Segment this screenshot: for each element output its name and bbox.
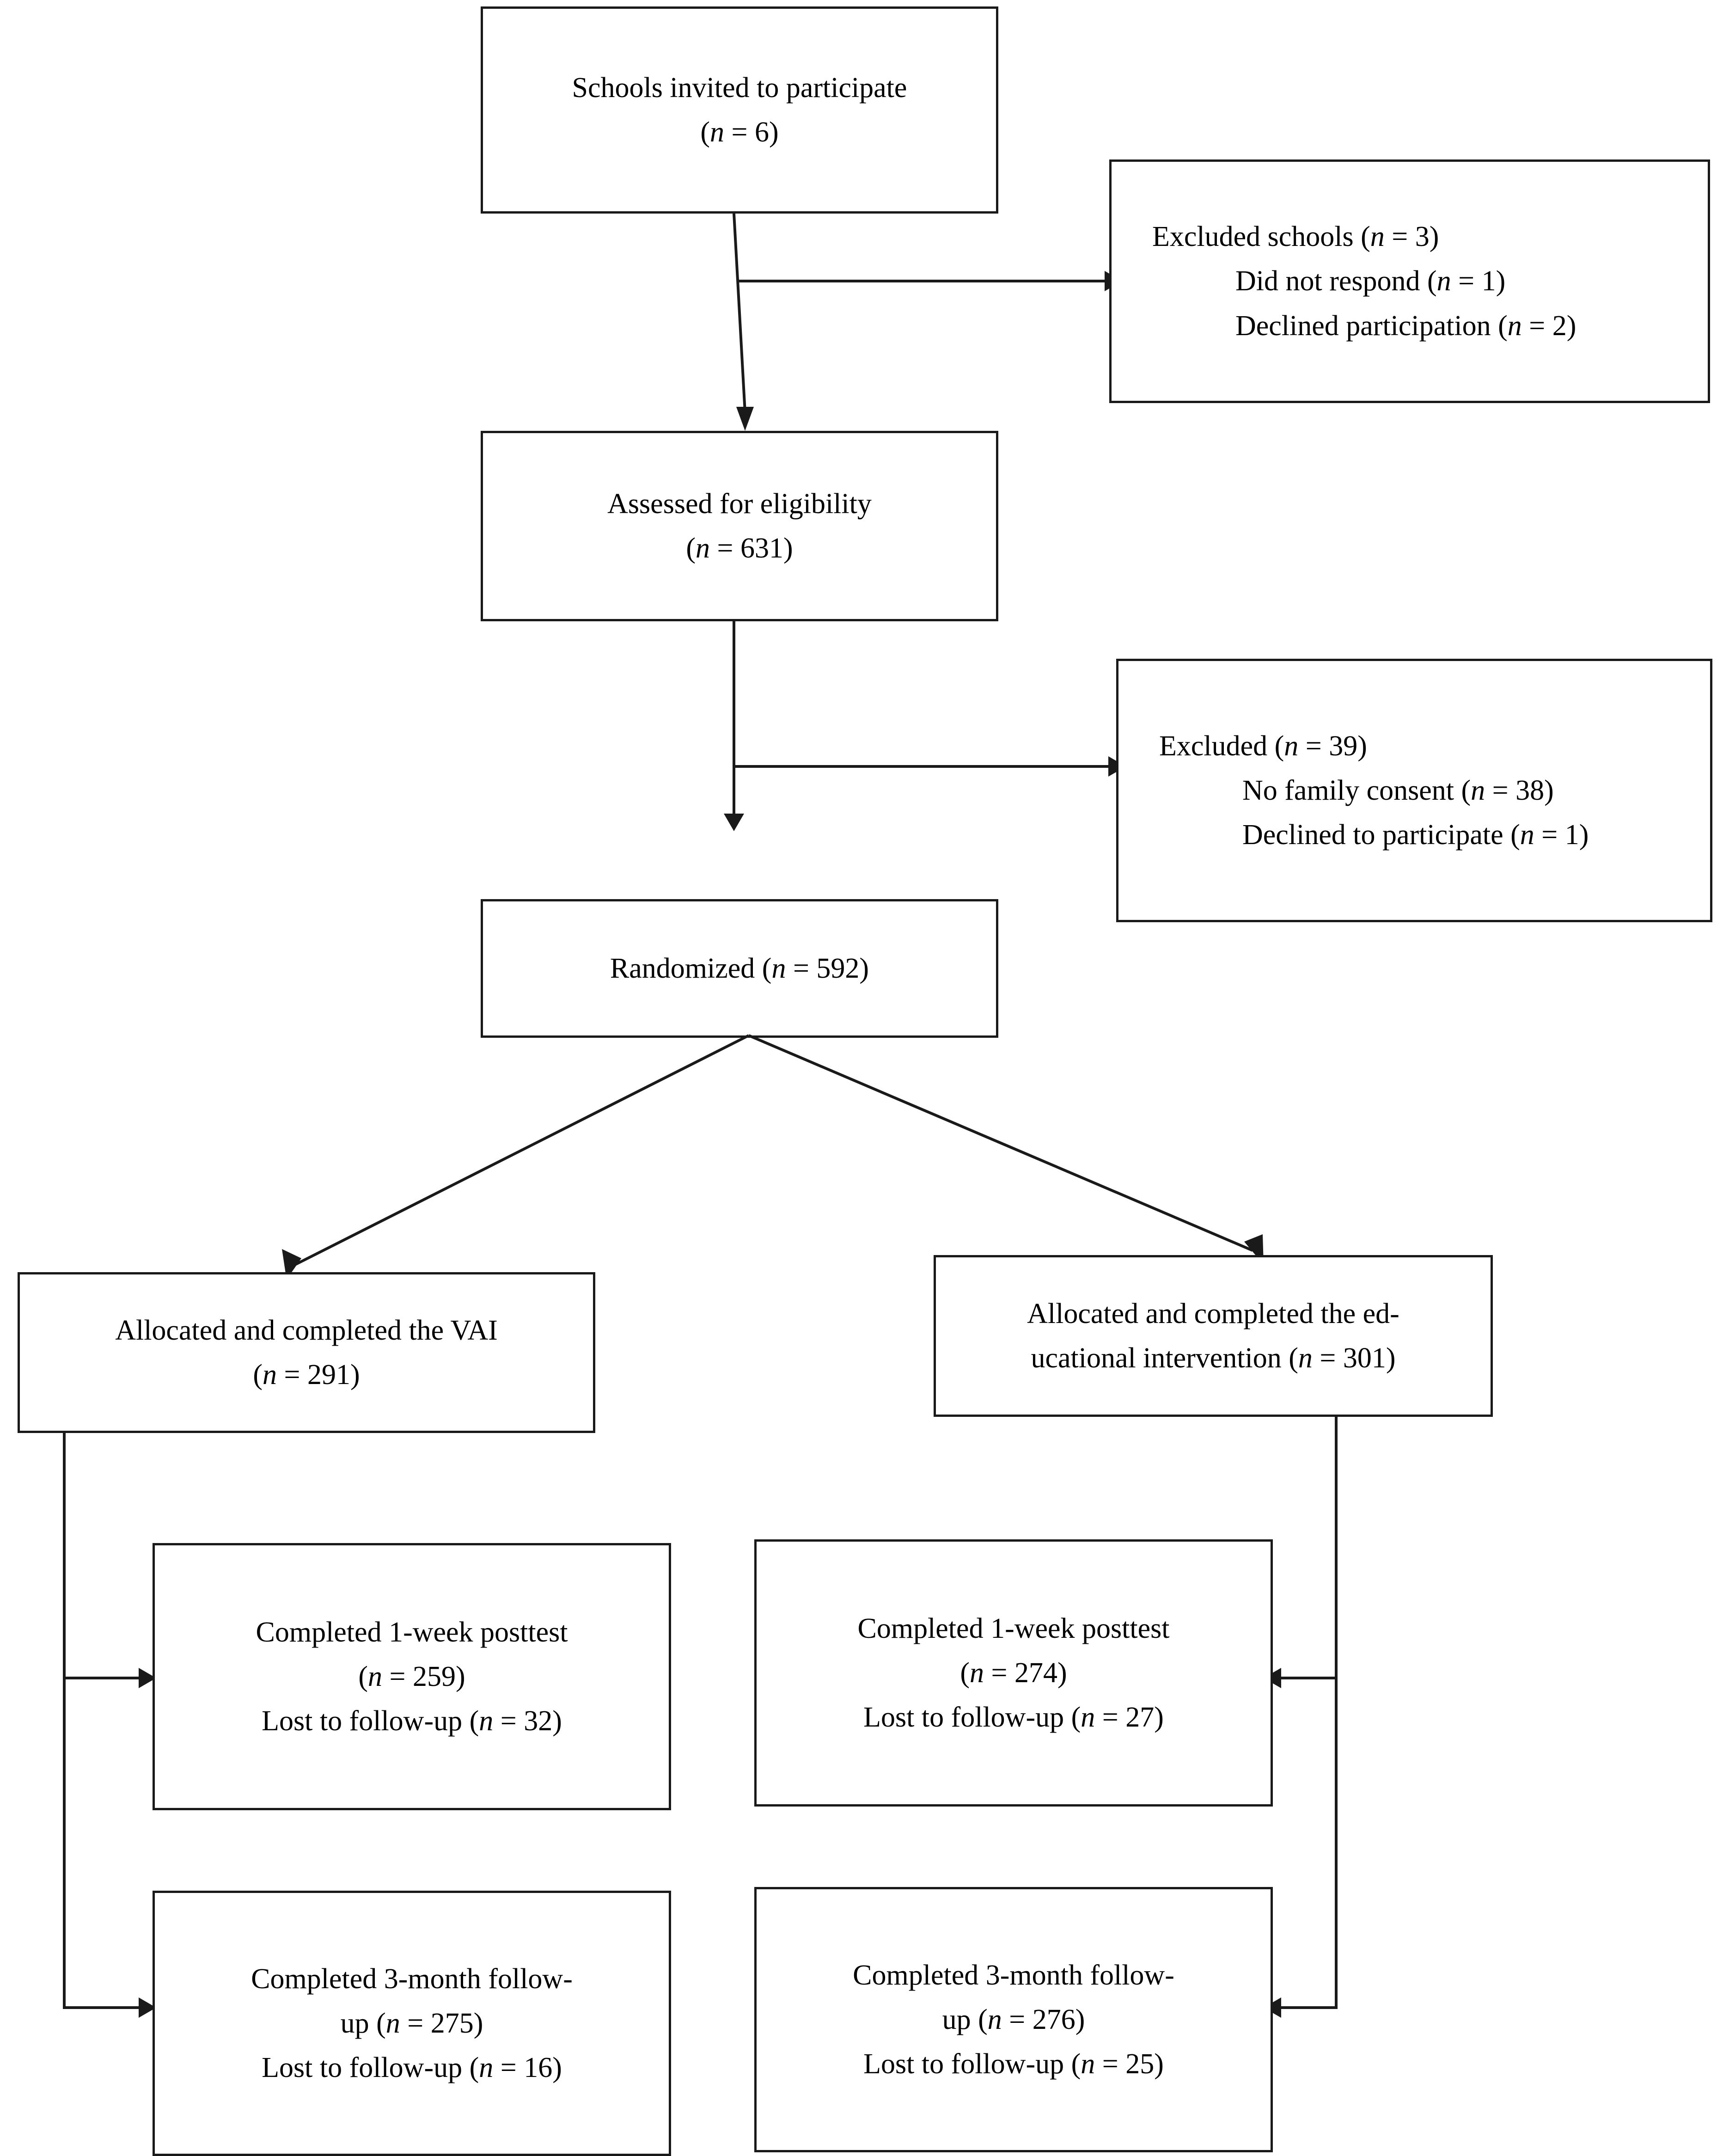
excluded-schools-line2: Did not respond (n = 1) [1235,265,1506,297]
connector-right-to-followup [1280,2006,1338,2009]
followup-vai-line3: Lost to follow-up (n = 16) [262,2052,562,2084]
connector-schools-to-assessed [733,213,754,431]
node-followup-vai: Completed 3-month follow- up (n = 275) L… [153,1891,671,2156]
node-excluded-schools: Excluded schools (n = 3) Did not respond… [1109,159,1710,403]
node-posttest-vai: Completed 1-week posttest (n = 259) Lost… [153,1543,671,1810]
posttest-vai-line1: Completed 1-week posttest [256,1616,568,1648]
connector-to-excluded [734,765,1113,768]
posttest-educational-line2: (n = 274) [960,1657,1067,1689]
connector-assessed-to-randomized [733,621,735,815]
followup-educational-line1: Completed 3-month follow- [853,1959,1174,1991]
node-excluded: Excluded (n = 39) No family consent (n =… [1116,659,1712,922]
connector-left-to-followup [63,2006,146,2009]
connector-randomized-split [282,1034,1264,1280]
excluded-line1: Excluded (n = 39) [1159,730,1367,762]
assessed-eligibility-line1: Assessed for eligibility [607,488,872,520]
schools-invited-line1: Schools invited to participate [572,72,907,104]
allocated-educational-line2: ucational intervention (n = 301) [1031,1342,1396,1374]
randomized-line1: Randomized (n = 592) [610,952,869,984]
schools-invited-line2: (n = 6) [700,116,779,148]
assessed-eligibility-line2: (n = 631) [686,533,793,564]
connector-right-spine [1335,1415,1338,2009]
excluded-schools-line3: Declined participation (n = 2) [1235,310,1576,342]
followup-vai-line1: Completed 3-month follow- [251,1963,573,1995]
connector-left-to-posttest [63,1677,146,1679]
connector-left-spine [63,1431,66,2009]
arrowhead-randomized [724,814,744,831]
excluded-line3: Declined to participate (n = 1) [1242,819,1589,851]
node-posttest-educational: Completed 1-week posttest (n = 274) Lost… [754,1539,1273,1807]
node-schools-invited: Schools invited to participate (n = 6) [481,6,998,214]
connector-to-excluded-schools [738,280,1108,282]
allocated-vai-line1: Allocated and completed the VAI [115,1314,498,1346]
node-allocated-educational: Allocated and completed the ed- ucationa… [934,1255,1493,1417]
excluded-schools-line1: Excluded schools (n = 3) [1152,221,1439,253]
followup-vai-line2: up (n = 275) [340,2007,483,2039]
posttest-vai-line2: (n = 259) [358,1660,465,1692]
connector-right-to-posttest [1280,1677,1338,1679]
posttest-educational-line3: Lost to follow-up (n = 27) [863,1702,1164,1733]
node-followup-educational: Completed 3-month follow- up (n = 276) L… [754,1887,1273,2152]
node-randomized: Randomized (n = 592) [481,899,998,1038]
node-assessed-eligibility: Assessed for eligibility (n = 631) [481,431,998,621]
followup-educational-line2: up (n = 276) [942,2003,1085,2035]
followup-educational-line3: Lost to follow-up (n = 25) [863,2048,1164,2080]
posttest-educational-line1: Completed 1-week posttest [857,1612,1170,1644]
node-allocated-vai: Allocated and completed the VAI (n = 291… [18,1272,595,1433]
posttest-vai-line3: Lost to follow-up (n = 32) [262,1705,562,1737]
excluded-line2: No family consent (n = 38) [1242,774,1554,806]
allocated-educational-line1: Allocated and completed the ed- [1027,1298,1399,1329]
allocated-vai-line2: (n = 291) [253,1359,360,1390]
